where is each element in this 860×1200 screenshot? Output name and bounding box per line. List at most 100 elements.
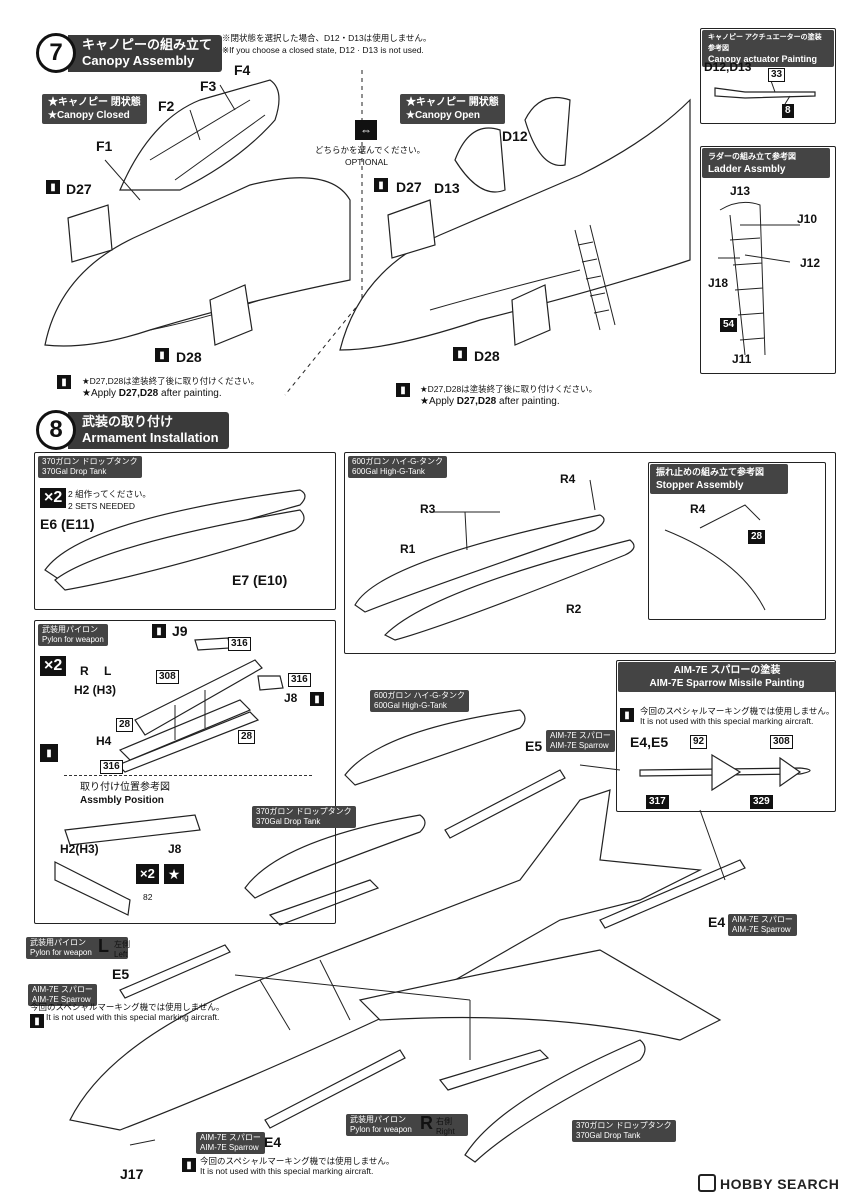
main-pylon-R: R bbox=[420, 1113, 433, 1133]
apply-note-en-closed: ★Apply D27,D28 after painting. bbox=[82, 388, 222, 399]
pylon-drawing bbox=[134, 659, 263, 736]
pylon-l: L bbox=[104, 664, 112, 678]
step7-header: 7 キャノピーの組み立て Canopy Assembly bbox=[36, 33, 223, 73]
main-right-en: Right bbox=[436, 1127, 455, 1136]
pylon-pos-en: Assmbly Position bbox=[80, 795, 164, 806]
part-d27-open: D27 bbox=[396, 179, 422, 195]
actuator-drawing bbox=[714, 87, 816, 99]
ladder-drawing-open bbox=[574, 224, 616, 331]
step7-note-en: ※If you choose a closed state, D12 · D13… bbox=[222, 45, 424, 55]
tank600-panel bbox=[344, 452, 836, 654]
pylon-position-drawing bbox=[64, 814, 201, 846]
main-right-jp: 右側 bbox=[436, 1117, 452, 1126]
main-notuse-jp-bottom: 今回のスペシャルマーキング機では使用しません。 bbox=[200, 1156, 395, 1166]
pos-color-82: 82 bbox=[143, 892, 153, 902]
part-j18: J18 bbox=[708, 276, 729, 290]
canopy-open-tag: ★キャノピー 開状態★Canopy Open bbox=[400, 94, 505, 124]
part-f3: F3 bbox=[200, 78, 217, 94]
paint-icon: ▮ bbox=[30, 1014, 44, 1028]
main-part-e4-bottom: E4 bbox=[264, 1134, 282, 1150]
main-pylon-left bbox=[268, 879, 380, 926]
color-8: 8 bbox=[782, 104, 794, 118]
d27-panel-open bbox=[387, 199, 436, 259]
tank370-x2: ×2 bbox=[40, 488, 67, 508]
stopper-panel bbox=[648, 462, 826, 620]
step8-header: 8 武装の取り付け Armament Installation bbox=[36, 410, 229, 450]
sparrow-notuse-en: It is not used with this special marking… bbox=[640, 716, 814, 726]
color-92: 92 bbox=[690, 735, 708, 749]
pylon-x2: ×2 bbox=[40, 656, 67, 676]
main-notuse-jp-left: 今回のスペシャルマーキング機では使用しません。 bbox=[30, 1002, 225, 1012]
color-316-a: 316 bbox=[228, 637, 251, 651]
paint-icon: ▮ bbox=[155, 348, 169, 362]
part-d27-closed: D27 bbox=[66, 181, 92, 197]
paint-icon: ▮ bbox=[310, 692, 324, 706]
color-329: 329 bbox=[750, 795, 773, 809]
actuator-panel bbox=[700, 28, 836, 124]
part-e7-e10: E7 (E10) bbox=[232, 572, 288, 588]
color-308-sparrow: 308 bbox=[770, 735, 793, 749]
canopy-closed-tag: ★キャノピー 閉状態★Canopy Closed bbox=[42, 94, 147, 124]
color-33: 33 bbox=[768, 68, 786, 82]
part-j11: J11 bbox=[732, 352, 752, 366]
step8-number: 8 bbox=[36, 410, 76, 450]
main-part-e4-right: E4 bbox=[708, 914, 726, 930]
paint-icon: ▮ bbox=[182, 1158, 196, 1172]
ladder-assembly-drawing bbox=[719, 201, 766, 356]
paint-icon: ▮ bbox=[453, 347, 467, 361]
part-d28-closed: D28 bbox=[176, 349, 202, 365]
ladder-panel bbox=[700, 146, 836, 374]
apply-note-jp-closed: ★D27,D28は塗装終了後に取り付けください。 bbox=[82, 376, 260, 386]
part-h4: H4 bbox=[96, 734, 112, 748]
part-d13: D13 bbox=[434, 180, 460, 196]
canopy-closed-drawing bbox=[119, 79, 280, 191]
paint-icon: ▮ bbox=[620, 708, 634, 722]
pos-x2: ×2 bbox=[136, 864, 159, 884]
pylon-pos-jp: 取り付け位置参考図 bbox=[80, 782, 170, 793]
pos-part-j8: J8 bbox=[168, 842, 182, 856]
step7-number: 7 bbox=[36, 33, 76, 73]
open-fuselage-drawing bbox=[339, 98, 691, 351]
actuator-parts: D12,D13 bbox=[704, 60, 752, 74]
step7-title: キャノピーの組み立て Canopy Assembly bbox=[68, 34, 223, 72]
hobby-search-logo-icon bbox=[698, 1174, 716, 1192]
main-pylon-right bbox=[438, 1049, 550, 1091]
part-r1: R1 bbox=[400, 542, 416, 556]
d28-panel-closed bbox=[209, 284, 253, 346]
optional-note-jp: どちらかを選んでください。 bbox=[315, 145, 426, 155]
main-sparrow-e4-right bbox=[599, 859, 746, 929]
part-e6-e11: E6 (E11) bbox=[40, 516, 95, 532]
tank370-sets-jp: 2 組作ってください。 bbox=[68, 489, 151, 499]
watermark-logo: HOBBY SEARCH bbox=[698, 1174, 839, 1192]
main-sparrow-e4-bottom bbox=[264, 1049, 406, 1129]
color-28-stopper: 28 bbox=[748, 530, 766, 544]
part-r2: R2 bbox=[566, 602, 582, 616]
d27-panel-closed bbox=[67, 204, 113, 263]
optional-note-en: OPTIONAL bbox=[345, 157, 388, 167]
part-d28-open: D28 bbox=[474, 348, 500, 364]
color-54: 54 bbox=[720, 318, 738, 332]
part-j13: J13 bbox=[730, 184, 751, 198]
part-r4: R4 bbox=[560, 472, 576, 486]
optional-arrows-icon: ⇔ bbox=[355, 120, 377, 140]
closed-fuselage-drawing bbox=[44, 177, 351, 347]
paint-icon: ▮ bbox=[57, 375, 71, 389]
part-f2: F2 bbox=[158, 98, 175, 114]
main-aircraft-drawing bbox=[69, 789, 703, 1131]
stopper-drawing bbox=[664, 504, 766, 611]
main-part-e5-left: E5 bbox=[112, 966, 130, 982]
pylon-r: R bbox=[80, 664, 89, 678]
tank370-panel bbox=[34, 452, 336, 610]
sparrow-notuse-jp: 今回のスペシャルマーキング機では使用しません。 bbox=[640, 706, 835, 716]
color-317: 317 bbox=[646, 795, 669, 809]
apply-note-en-open: ★Apply D27,D28 after painting. bbox=[420, 396, 560, 407]
step7-note-jp: ※閉状態を選択した場合、D12・D13は使用しません。 bbox=[222, 33, 432, 43]
